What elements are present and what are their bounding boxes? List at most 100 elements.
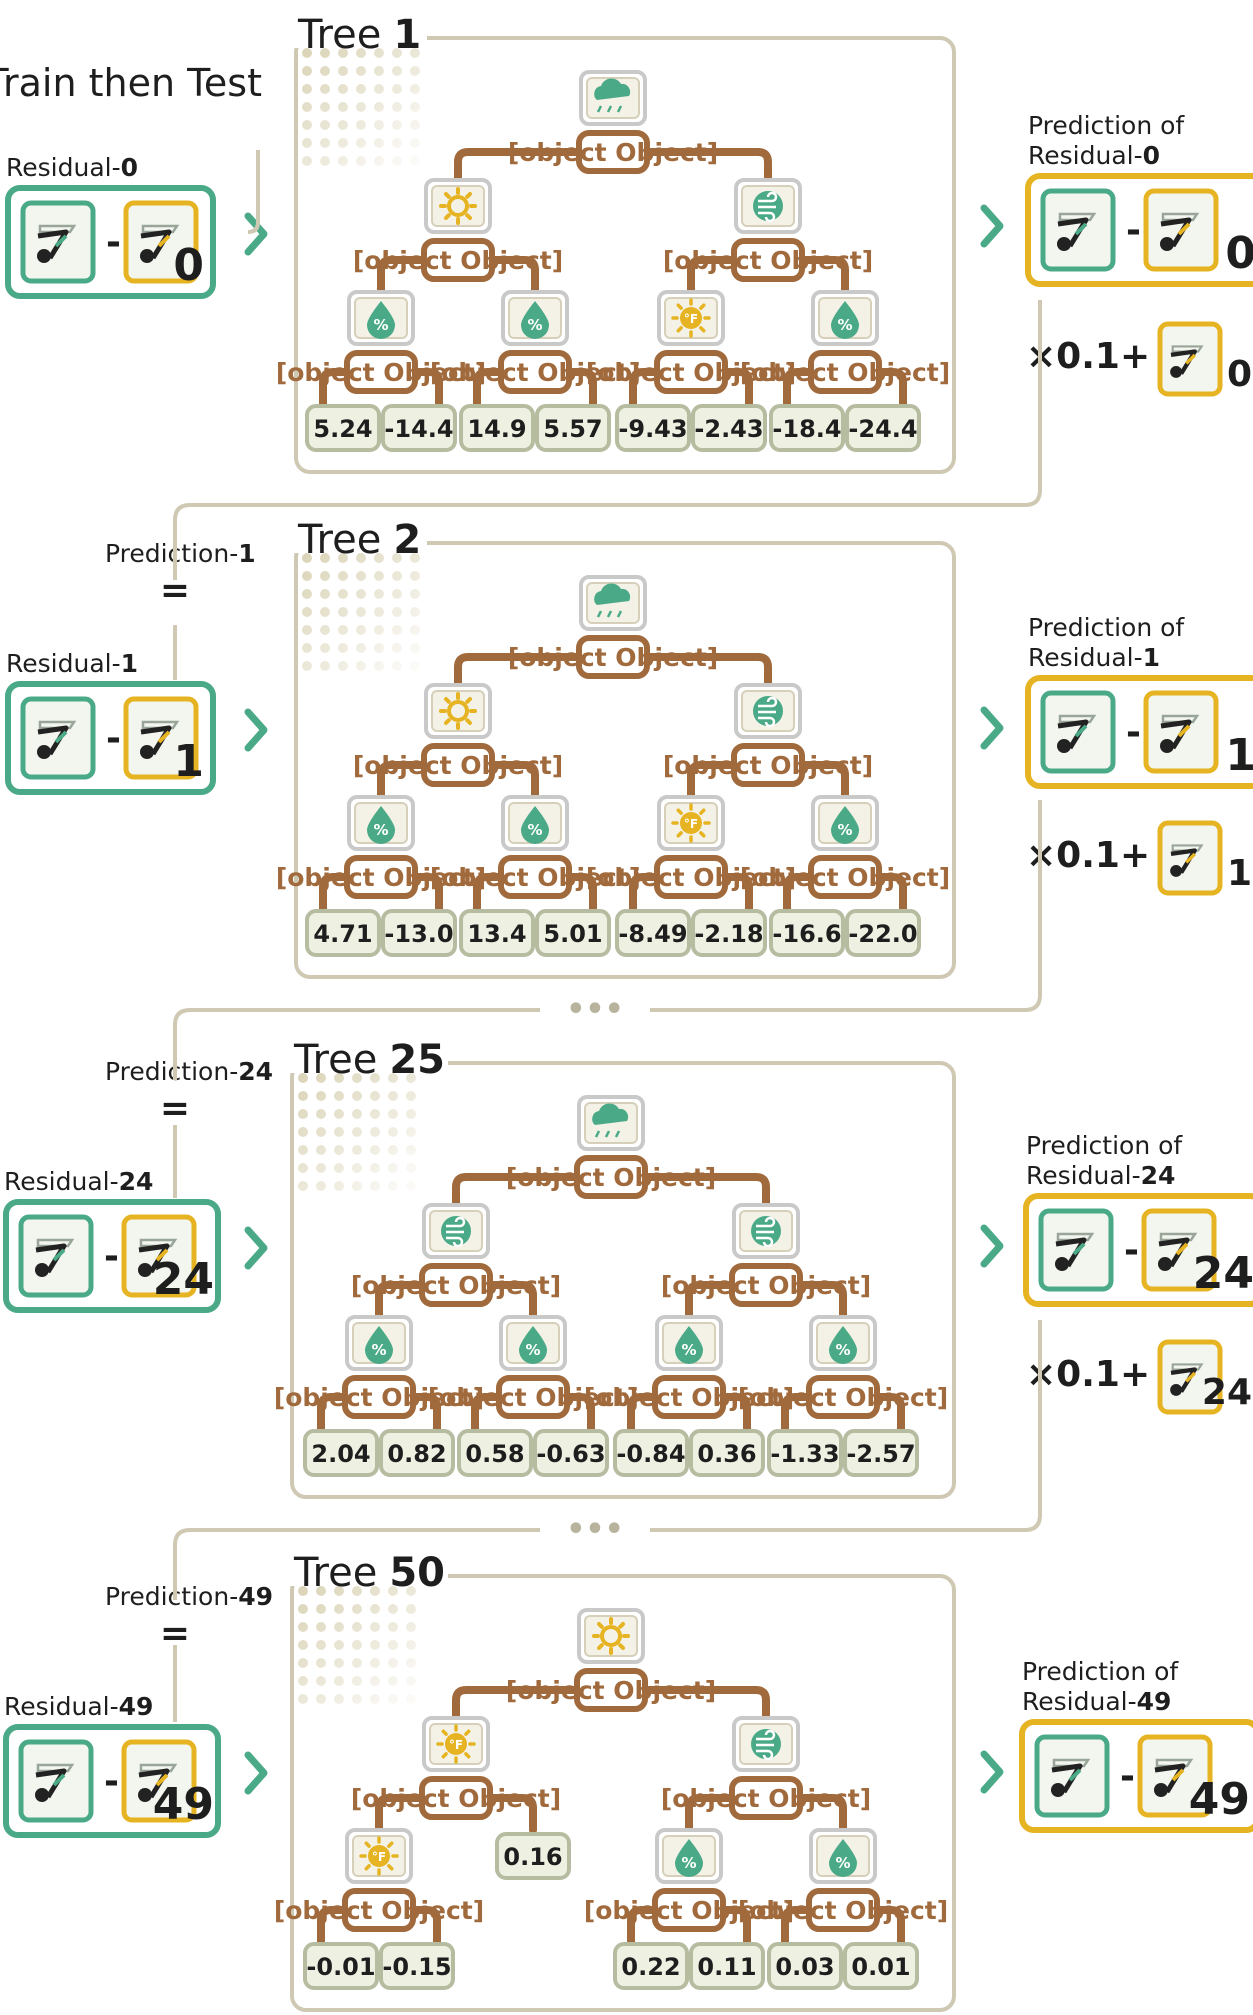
rod-shape (37, 229, 69, 260)
rain-lines (596, 610, 623, 618)
sun-ray (676, 831, 683, 838)
threshold-value: [object Object] (738, 1383, 948, 1412)
title-mask (292, 519, 427, 553)
fish-body (1057, 237, 1071, 251)
leaf-node: 0.82 (379, 1429, 455, 1477)
leaf-value: -8.49 (618, 920, 687, 948)
threshold-value: [object Object] (740, 358, 950, 387)
threshold-value: [object Object] (353, 751, 563, 780)
leaf-value: -14.4 (384, 415, 453, 443)
split-threshold-node: [object Object] (276, 855, 486, 899)
rod-shape (1057, 217, 1089, 248)
threshold-box (421, 743, 495, 787)
title-mask (288, 1552, 448, 1586)
leaf-box (689, 1429, 765, 1477)
threshold-box (342, 1375, 416, 1419)
percent-glyph: % (681, 1341, 696, 1359)
fish-body (1158, 1257, 1172, 1271)
prediction-of-residual-label: Residual-24 (1026, 1161, 1175, 1190)
leaf-node: -22.0 (845, 909, 921, 957)
halftone-decoration (294, 1069, 424, 1199)
threshold-value: [object Object] (506, 1676, 716, 1705)
percent-glyph: % (371, 1341, 386, 1359)
humidity-drop-icon: % (345, 1315, 413, 1371)
temperature-sun-icon: °F (345, 1828, 413, 1884)
residual-label-index: 1 (121, 649, 138, 678)
ellipsis-marker: ••• (566, 992, 624, 1027)
cloud-shape (592, 1103, 629, 1125)
prediction-of-index: 0 (1143, 141, 1160, 170)
hand-outline (1161, 714, 1200, 724)
minus-sign: - (106, 222, 121, 263)
drop-shape (521, 301, 549, 339)
leaf-box (615, 909, 691, 957)
prediction-of-label: Prediction of (1028, 613, 1185, 642)
split-threshold-node: [object Object] (508, 130, 718, 174)
threshold-value: [object Object] (661, 1271, 871, 1300)
threshold-value: [object Object] (276, 358, 486, 387)
threshold-value: [object Object] (738, 1896, 948, 1925)
update-index: 24 (1202, 1372, 1252, 1413)
prediction-index: 49 (1189, 1774, 1250, 1825)
flow-arrow (244, 708, 268, 752)
leaf-box (379, 1942, 455, 1990)
threshold-value: [object Object] (508, 643, 718, 672)
split-threshold-node: [object Object] (584, 1888, 794, 1932)
actual-catch-icon (1057, 212, 1097, 251)
drop-shape (829, 1839, 857, 1877)
leaf-value: -16.6 (772, 920, 841, 948)
drop-shape (675, 1326, 703, 1364)
leaf-box (845, 909, 921, 957)
residual-label-index: 0 (121, 153, 138, 182)
sun-ray (364, 1864, 371, 1871)
threshold-value: [object Object] (353, 246, 563, 275)
prediction-of-label: Prediction of (1028, 111, 1185, 140)
tree-number: 25 (389, 1037, 445, 1083)
leaf-box (689, 1942, 765, 1990)
flow-arrow (244, 212, 268, 256)
percent-glyph: % (835, 1341, 850, 1359)
threshold-box (731, 743, 805, 787)
minus-sign: - (1126, 712, 1141, 753)
leaf-box (457, 1429, 533, 1477)
wind-lines (758, 191, 778, 223)
percent-glyph: % (837, 821, 852, 839)
temp-core (680, 812, 702, 834)
split-threshold-node: [object Object] (430, 350, 640, 394)
residual-word: Residual- (4, 1167, 119, 1196)
threshold-box (806, 1375, 880, 1419)
residual-word: Residual- (1026, 1161, 1141, 1190)
leaf-value: 0.01 (851, 1953, 910, 1981)
fish-body (140, 745, 154, 759)
sun-ray (676, 326, 683, 333)
prediction-card: -0 (1025, 173, 1253, 287)
accent-line (157, 234, 171, 248)
leaf-value: -1.33 (770, 1440, 839, 1468)
hand-outline (36, 1763, 75, 1773)
sun-ray (465, 718, 473, 726)
percent-glyph: % (837, 316, 852, 334)
leaf-box (769, 909, 845, 957)
temp-core (368, 1845, 390, 1867)
leaf-node: -13.0 (381, 909, 457, 957)
update-term: ×0.1+ (1026, 835, 1150, 876)
threshold-box (496, 1375, 570, 1419)
actual-catch-icon (1055, 1232, 1095, 1271)
temp-core (445, 1733, 467, 1755)
leaf-box (459, 909, 535, 957)
accent-line (155, 1248, 169, 1262)
rod-shape (1160, 719, 1192, 750)
leaf-value: -0.15 (382, 1953, 451, 1981)
halftone-decoration (298, 549, 428, 679)
fish-body (37, 745, 51, 759)
hand-outline (1171, 345, 1204, 353)
wind-lines (446, 1216, 466, 1248)
leaf-box (767, 1429, 843, 1477)
residual-label-index: 24 (119, 1167, 154, 1196)
leaf-box (535, 404, 611, 452)
threshold-value: [object Object] (274, 1383, 484, 1412)
fish-body (1170, 365, 1183, 378)
leaf-node: 5.01 (535, 909, 611, 957)
leaf-value: 13.4 (467, 920, 526, 948)
